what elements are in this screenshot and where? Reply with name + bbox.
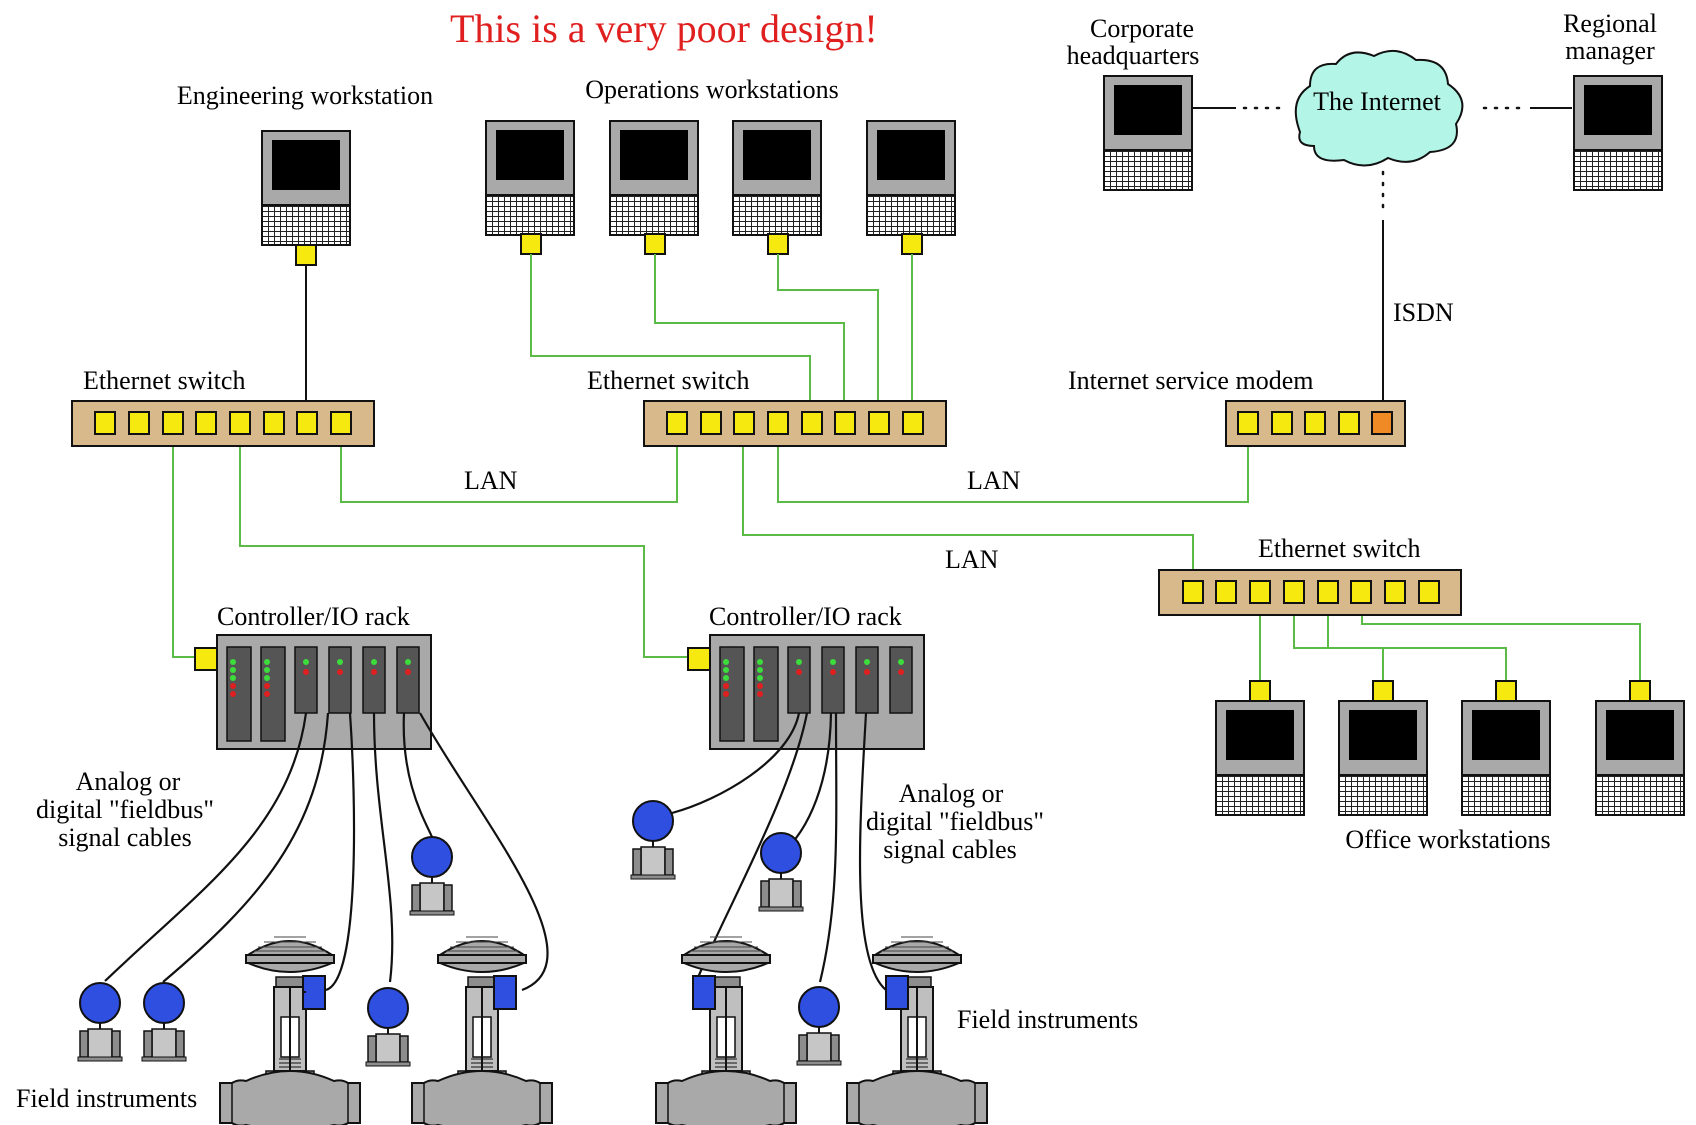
operations-label: Operations workstations bbox=[585, 75, 838, 104]
controller-io-rack-right[interactable]: Controller/IO rack bbox=[687, 602, 925, 750]
ethernet-switch-office-label: Ethernet switch bbox=[1258, 534, 1420, 563]
office-computer-icon bbox=[1215, 700, 1305, 816]
corporate-computer-icon bbox=[1103, 75, 1193, 191]
operations-computer-icon bbox=[732, 120, 822, 236]
operations-computer-icon bbox=[485, 120, 575, 236]
control-valve-icon bbox=[655, 936, 797, 1125]
engineering-label: Engineering workstation bbox=[177, 81, 433, 110]
ethernet-switch-center[interactable]: Ethernet switch bbox=[587, 366, 947, 447]
pressure-transmitter-icon bbox=[141, 982, 187, 1062]
signal-cables-left bbox=[104, 712, 549, 992]
pressure-transmitter-icon bbox=[630, 800, 676, 880]
controller-left-label: Controller/IO rack bbox=[217, 602, 410, 631]
office-workstations-label: Office workstations bbox=[1345, 825, 1550, 854]
regional-manager[interactable]: Regional manager bbox=[1563, 9, 1663, 191]
ethernet-switch-left[interactable]: Ethernet switch bbox=[71, 366, 375, 447]
diagram-title: This is a very poor design! bbox=[450, 6, 878, 51]
corporate-label-line1: Corporate bbox=[1090, 14, 1194, 43]
pressure-transmitter-icon bbox=[796, 986, 842, 1066]
ethernet-switch-left-label: Ethernet switch bbox=[83, 366, 245, 395]
ethernet-switch-office[interactable]: Ethernet switch bbox=[1158, 534, 1462, 616]
controller-io-rack-left[interactable]: Controller/IO rack bbox=[194, 602, 432, 750]
lan-label-3: LAN bbox=[945, 545, 999, 574]
signal-cables-right-line2: digital "fieldbus" bbox=[866, 807, 1044, 836]
regional-label-line1: Regional bbox=[1563, 9, 1657, 38]
regional-computer-icon bbox=[1573, 75, 1663, 191]
operations-computer-icon bbox=[609, 120, 699, 236]
signal-cables-left-line1: Analog or bbox=[76, 767, 181, 796]
field-instruments-right-label: Field instruments bbox=[957, 1005, 1138, 1034]
signal-cables-left-line3: signal cables bbox=[58, 823, 192, 852]
office-computer-icon bbox=[1461, 700, 1551, 816]
controller-right-rack-icon bbox=[709, 634, 925, 750]
controller-left-rack-icon bbox=[216, 634, 432, 750]
ethernet-switch-center-label: Ethernet switch bbox=[587, 366, 749, 395]
signal-cables-left-label: Analog or digital "fieldbus" signal cabl… bbox=[36, 767, 214, 852]
field-instruments-left[interactable] bbox=[77, 836, 553, 1125]
controller-right-label: Controller/IO rack bbox=[709, 602, 902, 631]
internet-group: The Internet ISDN bbox=[1191, 49, 1572, 418]
operations-computer-icon bbox=[866, 120, 956, 236]
corporate-label-line2: headquarters bbox=[1067, 41, 1200, 70]
regional-label-line2: manager bbox=[1565, 36, 1655, 65]
engineering-workstation[interactable]: Engineering workstation bbox=[177, 81, 433, 418]
internet-label: The Internet bbox=[1313, 87, 1442, 116]
pressure-transmitter-icon bbox=[758, 832, 804, 912]
office-workstations[interactable]: Office workstations bbox=[1215, 680, 1685, 854]
pressure-transmitter-icon bbox=[77, 982, 123, 1062]
office-computer-icon bbox=[1338, 700, 1428, 816]
engineering-computer-icon bbox=[261, 130, 351, 246]
internet-cloud bbox=[1294, 49, 1464, 167]
signal-cables-right-label: Analog or digital "fieldbus" signal cabl… bbox=[866, 779, 1044, 864]
signal-cables-left-line2: digital "fieldbus" bbox=[36, 795, 214, 824]
control-valve-icon bbox=[411, 936, 553, 1125]
pressure-transmitter-icon bbox=[409, 836, 455, 916]
internet-service-modem[interactable]: Internet service modem bbox=[1068, 366, 1406, 447]
isdn-label: ISDN bbox=[1393, 298, 1454, 327]
signal-cables-right-line1: Analog or bbox=[899, 779, 1004, 808]
signal-cables-right-line3: signal cables bbox=[883, 835, 1017, 864]
control-valve-icon bbox=[219, 936, 361, 1125]
field-instruments-left-label: Field instruments bbox=[16, 1084, 197, 1113]
lan-label-1: LAN bbox=[464, 466, 518, 495]
corporate-headquarters[interactable]: Corporate headquarters bbox=[1067, 14, 1200, 191]
internet-service-modem-label: Internet service modem bbox=[1068, 366, 1313, 395]
operations-workstations[interactable]: Operations workstations bbox=[485, 75, 956, 255]
lan-label-2: LAN bbox=[967, 466, 1021, 495]
pressure-transmitter-icon bbox=[365, 987, 411, 1067]
field-instruments-right[interactable] bbox=[630, 800, 988, 1125]
office-computer-icon bbox=[1595, 700, 1685, 816]
